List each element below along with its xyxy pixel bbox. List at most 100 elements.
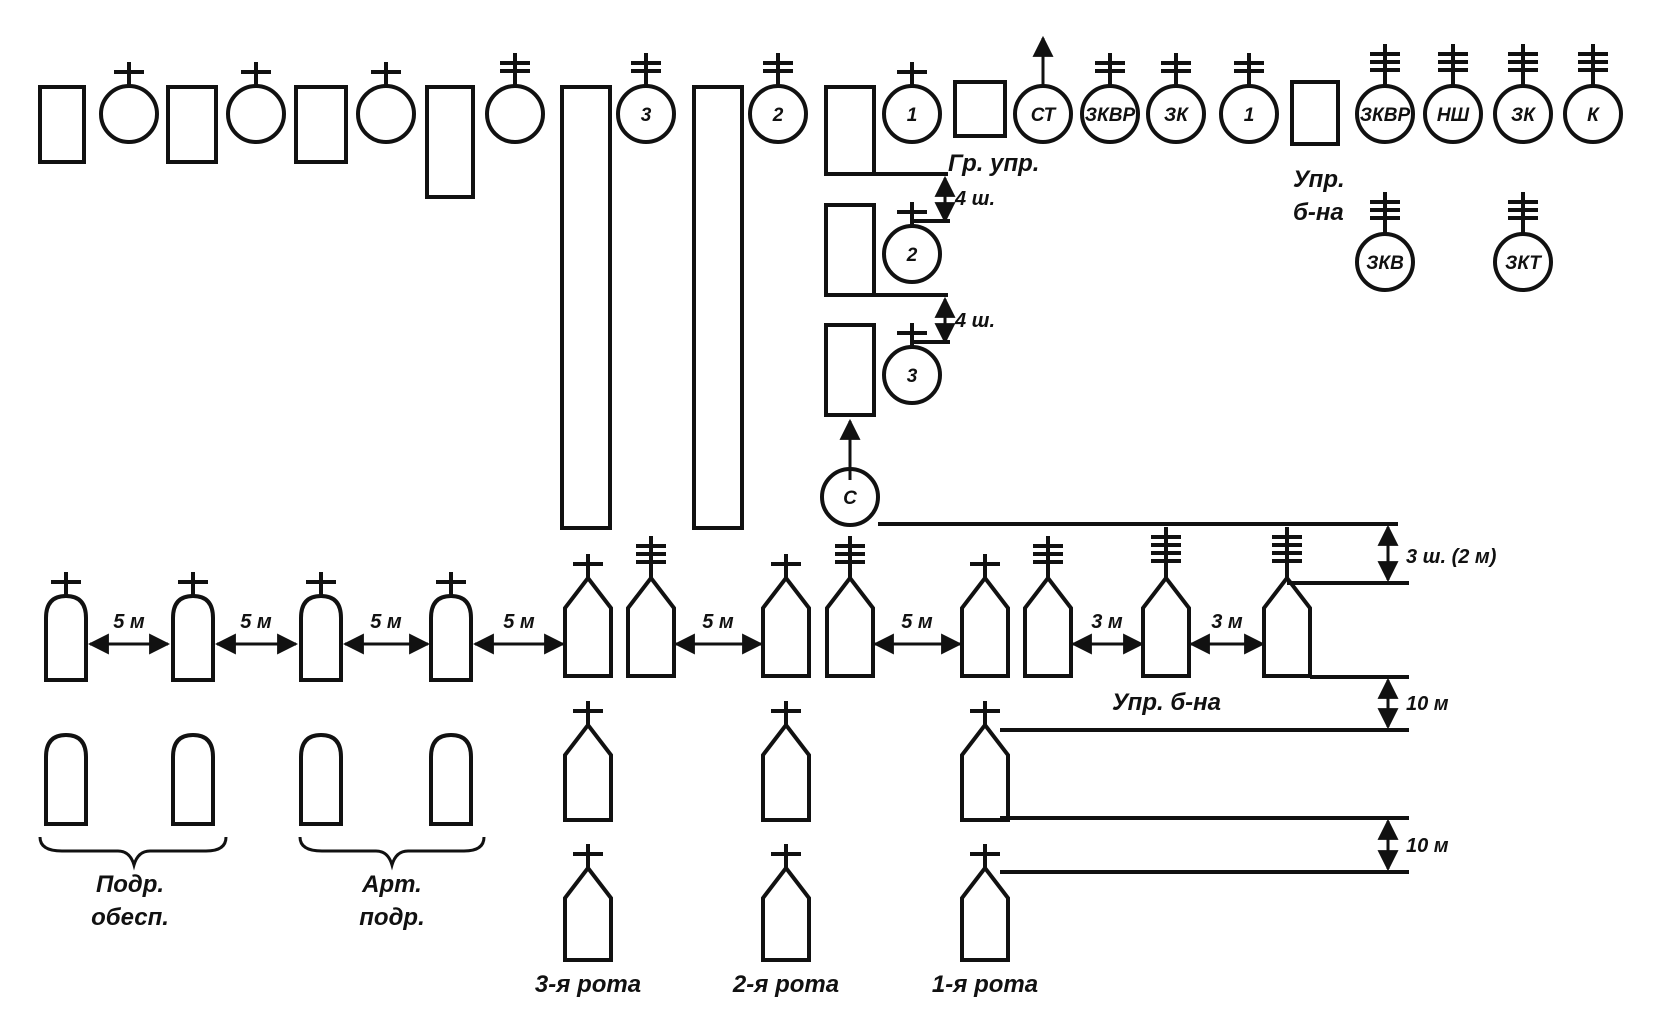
dim-3-steps-label: 3 ш. (2 м): [1406, 546, 1497, 568]
squad-2-circle-label: 2: [906, 245, 918, 266]
rank-mark: [1151, 527, 1181, 578]
zkvr-rank-mark: [1370, 44, 1400, 86]
rank-mark: [1272, 527, 1302, 578]
rank-mark: [970, 554, 1000, 578]
dim-3m-label: 3 м: [1091, 611, 1123, 633]
dim-4-steps-label: 4 ш.: [954, 310, 995, 332]
long-vehicle-rect: [692, 85, 744, 530]
zk-circle-label: ЗК: [1164, 105, 1189, 126]
artillery-units-label: Арт.: [361, 871, 422, 898]
rank-mark: [178, 572, 208, 596]
personnel-truck: [960, 574, 1010, 678]
rank-mark: [771, 554, 801, 578]
commander-k-circle-label: К: [1587, 105, 1600, 126]
zkv-rank-mark: [1370, 192, 1400, 234]
rank-mark: [51, 572, 81, 596]
dim-5m-label: 5 м: [240, 611, 272, 633]
company-1-label: 1-я рота: [932, 971, 1038, 998]
bn-control-label: б-на: [1293, 199, 1344, 226]
zkv-circle-label: ЗКВ: [1366, 253, 1404, 274]
rank-mark: [970, 844, 1000, 868]
dim-5m-label: 5 м: [370, 611, 402, 633]
squad-3-circle-label: 3: [907, 366, 918, 387]
company-2-label: 2-я рота: [732, 971, 839, 998]
chief-of-staff-rank-mark: [1438, 44, 1468, 86]
vehicle-rect: [824, 203, 876, 297]
commander-circle: [99, 84, 159, 144]
personnel-truck: [1023, 574, 1073, 678]
vehicle-rect: [953, 80, 1007, 138]
platoon-3-rank-mark: [631, 53, 661, 86]
commander-rank-mark: [114, 62, 144, 86]
platoon-1-rank-mark: [897, 62, 927, 86]
zkvr-circle-label: ЗКВР: [1360, 105, 1411, 126]
company-3-label: 3-я рота: [535, 971, 641, 998]
platoon-1-circle-label: 1: [907, 105, 918, 126]
vehicle-pod: [44, 732, 88, 826]
personnel-truck: [761, 574, 811, 678]
platoon-3-circle-label: 3: [641, 105, 652, 126]
senior-s-circle: [820, 467, 880, 527]
bn-control-bottom-label: Упр. б-на: [1112, 689, 1221, 716]
commander-rank-mark: [500, 53, 530, 86]
num-1-circle-label: 1: [1244, 105, 1255, 126]
commander-rank-mark: [241, 62, 271, 86]
vehicle-rect: [166, 85, 218, 164]
bn-control-label: Упр.: [1293, 166, 1345, 193]
personnel-truck: [960, 721, 1010, 822]
personnel-truck: [563, 721, 613, 822]
soldier-pod: [429, 593, 473, 682]
support-brace: [38, 836, 228, 871]
zkvr-rank-mark: [1095, 53, 1125, 86]
dim-5m-label: 5 м: [901, 611, 933, 633]
dim-4-steps-label: 4 ш.: [954, 188, 995, 210]
soldier-pod: [299, 593, 343, 682]
dim-5m-label: 5 м: [113, 611, 145, 633]
rank-mark: [1033, 536, 1063, 578]
zkt-circle-label: ЗКТ: [1505, 253, 1542, 274]
personnel-truck: [563, 864, 613, 962]
dim-10m-label: 10 м: [1406, 693, 1449, 715]
rank-mark: [573, 554, 603, 578]
personnel-truck: [761, 721, 811, 822]
rank-mark: [573, 844, 603, 868]
personnel-truck: [960, 864, 1010, 962]
personnel-truck: [1141, 574, 1191, 678]
zk-rank-mark: [1161, 53, 1191, 86]
rank-mark: [771, 701, 801, 725]
rank-mark: [306, 572, 336, 596]
support-units-label: Подр.: [96, 871, 164, 898]
platoon-2-circle-label: 2: [772, 105, 784, 126]
artillery-brace: [298, 836, 486, 871]
vehicle-rect: [824, 323, 876, 417]
artillery-units-label: подр.: [359, 904, 424, 931]
soldier-pod: [44, 593, 88, 682]
group-control-label: Гр. упр.: [948, 150, 1039, 177]
vehicle-rect: [425, 85, 475, 199]
personnel-truck: [761, 864, 811, 962]
zk-circle-label: ЗК: [1511, 105, 1536, 126]
commander-circle: [356, 84, 416, 144]
rank-mark: [636, 536, 666, 578]
dim-5m-label: 5 м: [702, 611, 734, 633]
rank-mark: [573, 701, 603, 725]
rank-mark: [970, 701, 1000, 725]
vehicle-rect: [294, 85, 348, 164]
personnel-truck: [626, 574, 676, 678]
commander-rank-mark: [371, 62, 401, 86]
senior-s-circle-label: С: [843, 488, 857, 509]
commander-circle: [485, 84, 545, 144]
support-units-label: обесп.: [91, 904, 169, 931]
soldier-pod: [171, 593, 215, 682]
vehicle-pod: [299, 732, 343, 826]
vehicle-pod: [429, 732, 473, 826]
vehicle-pod: [171, 732, 215, 826]
senior-circle-label: СТ: [1031, 105, 1057, 126]
zkvr-circle-label: ЗКВР: [1085, 105, 1136, 126]
rank-mark: [436, 572, 466, 596]
dim-5m-label: 5 м: [503, 611, 535, 633]
rank-mark: [835, 536, 865, 578]
commander-circle: [226, 84, 286, 144]
vehicle-rect: [38, 85, 86, 164]
dim-10m-label: 10 м: [1406, 835, 1449, 857]
